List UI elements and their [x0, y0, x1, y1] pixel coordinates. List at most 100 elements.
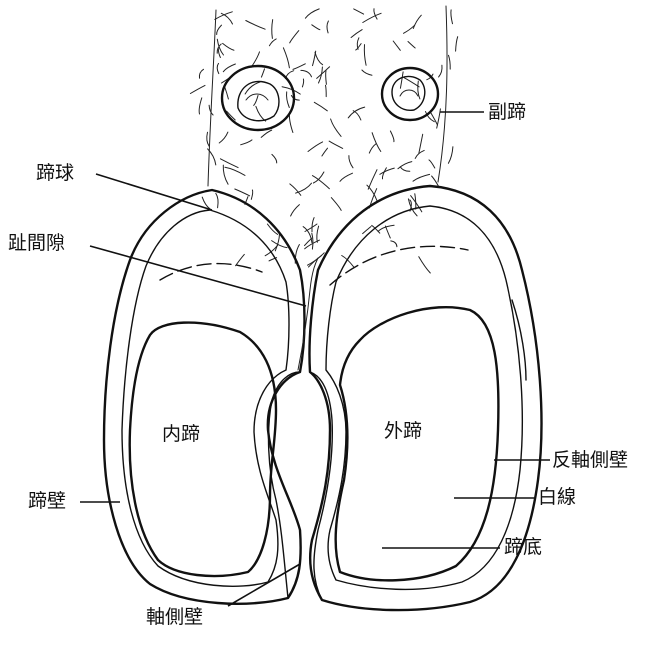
hair-stroke	[413, 174, 430, 181]
hair-stroke	[217, 25, 222, 34]
hair-stroke	[241, 140, 252, 145]
hair-stroke	[398, 162, 412, 169]
hair-stroke	[354, 9, 364, 14]
hair-stroke	[326, 85, 327, 96]
label-bulb: 蹄球	[36, 164, 74, 183]
hair-stroke	[272, 154, 277, 163]
hair-stroke	[368, 170, 377, 190]
hair-stroke	[390, 131, 394, 142]
hair-stroke	[456, 37, 458, 51]
hair-stroke	[219, 132, 228, 143]
hair-stroke	[289, 112, 293, 132]
hair-stroke	[349, 156, 353, 168]
hair-stroke	[372, 133, 381, 152]
hair-stroke	[448, 147, 453, 164]
hair-stroke	[419, 134, 423, 153]
hair-stroke	[225, 167, 245, 175]
hair-stroke	[382, 168, 386, 179]
hair-stroke	[305, 9, 319, 18]
hair-stroke	[317, 226, 319, 242]
medial-claw	[104, 190, 305, 604]
hair-stroke	[404, 78, 419, 87]
hair-stroke	[272, 20, 273, 39]
hair-stroke	[429, 160, 435, 168]
hair-stroke	[430, 112, 437, 125]
hair-stroke	[290, 184, 301, 195]
dewclaw-left	[222, 66, 294, 130]
hair-stroke	[223, 64, 235, 72]
hair-stroke	[393, 41, 400, 50]
label-axial-wall: 軸側壁	[146, 608, 203, 627]
hair-stroke	[251, 190, 252, 199]
hair-stroke	[363, 13, 381, 22]
hair-stroke	[256, 106, 266, 121]
hair-stroke	[413, 15, 421, 28]
hair-stroke	[261, 130, 272, 137]
hair-stroke	[400, 72, 403, 88]
dewclaw-right	[382, 68, 438, 120]
label-hoof-wall: 蹄壁	[28, 492, 66, 511]
label-interdigital-space: 趾間隙	[8, 234, 65, 253]
hair-stroke	[246, 21, 265, 30]
hair-stroke	[331, 198, 341, 211]
hair-stroke	[261, 69, 264, 77]
hair-stroke	[302, 79, 303, 87]
hair-stroke	[385, 226, 390, 238]
hair-stroke	[225, 88, 229, 100]
hair-stroke	[199, 69, 203, 78]
hair-stroke	[217, 63, 219, 73]
hair-stroke	[215, 12, 233, 20]
label-sole: 蹄底	[504, 538, 542, 557]
label-white-line: 白線	[538, 488, 576, 507]
hair-stroke	[449, 55, 451, 69]
hair-stroke	[362, 70, 372, 75]
hair-stroke	[301, 70, 312, 76]
hair-stroke	[245, 82, 260, 94]
hair-stroke	[439, 65, 442, 77]
hair-stroke	[287, 92, 290, 108]
hair-stroke	[293, 64, 305, 70]
hair-stroke	[391, 241, 397, 247]
hair-stroke	[340, 173, 353, 181]
hair-stroke	[303, 227, 312, 243]
label-accessory-digit: 副蹄	[488, 103, 526, 122]
hair-stroke	[317, 67, 330, 79]
hair-stroke	[364, 45, 366, 66]
hair-stroke	[269, 39, 276, 46]
hair-stroke	[404, 25, 415, 33]
hair-stroke	[327, 21, 328, 33]
hair-stroke	[254, 96, 258, 106]
hair-stroke	[312, 218, 314, 232]
hair-stroke	[351, 30, 362, 38]
hair-stroke	[207, 132, 209, 146]
hair-stroke	[408, 42, 415, 49]
hair-stroke	[223, 43, 234, 50]
hair-stroke	[419, 257, 431, 273]
hair-stroke	[290, 31, 299, 43]
leader-axial-wall	[228, 564, 300, 606]
hair-stroke	[437, 109, 441, 128]
hair-stroke	[291, 205, 300, 216]
hair-stroke	[329, 141, 343, 148]
hair-stroke	[235, 189, 250, 196]
hair-stroke	[199, 98, 202, 114]
hair-stroke	[314, 102, 327, 111]
hair-stroke	[315, 52, 323, 64]
hair-stroke	[216, 193, 218, 207]
hair-stroke	[217, 44, 221, 53]
hair-stroke	[236, 254, 245, 265]
hair-stroke	[291, 96, 299, 101]
hair-stroke	[451, 10, 453, 24]
label-lateral-claw: 外蹄	[384, 422, 422, 441]
hair-stroke	[312, 25, 320, 30]
hair-stroke	[374, 9, 377, 19]
hair-stroke	[331, 119, 342, 136]
hair-stroke	[190, 85, 205, 93]
pastern-right-contour	[438, 6, 447, 182]
label-medial-claw: 内蹄	[162, 425, 200, 444]
hair-stroke	[400, 167, 410, 172]
label-abaxial-wall: 反軸側壁	[552, 451, 628, 470]
hair-stroke	[326, 71, 327, 85]
